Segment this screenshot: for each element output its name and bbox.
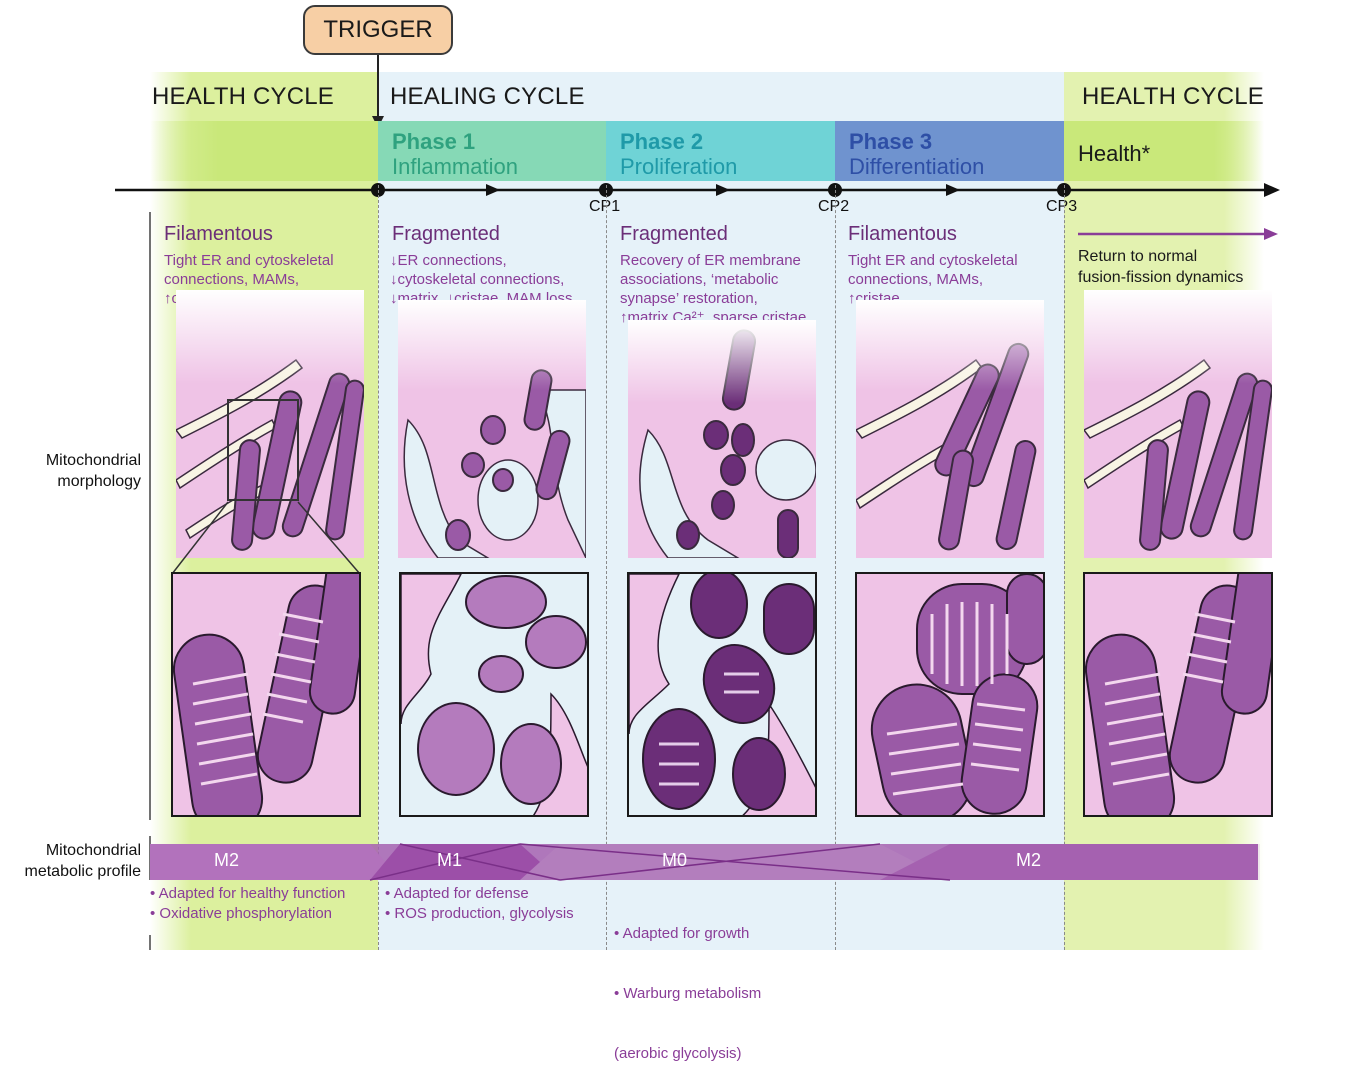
metabolic-label-m2-right: M2 [1016, 850, 1042, 870]
column-heading-health: Filamentous [164, 223, 273, 245]
bullet-item: • Adapted for growth [614, 925, 750, 942]
separator-trigger [378, 185, 379, 950]
phase-box-inflammation: Phase 1 Inflammation [378, 121, 606, 181]
health-cycle-label-right: HEALTH CYCLE [1082, 83, 1265, 110]
separator-cp3 [1064, 185, 1065, 950]
phase-box-differentiation: Phase 3 Differentiation [835, 121, 1064, 181]
cp2-label: CP2 [818, 198, 850, 215]
health-cycle-label-left: HEALTH CYCLE [152, 83, 335, 110]
zoom-panel-phase1 [399, 572, 589, 817]
bullets-phase1: • Adapted for defense • ROS production, … [385, 884, 574, 924]
return-arrowhead [1264, 228, 1278, 240]
column-desc-phase3: Tight ER and cytoskeletal connections, M… [848, 252, 1018, 307]
bullet-item: • Warburg metabolism [614, 985, 762, 1002]
zoom-connector [171, 501, 361, 575]
healing-cycle-label: HEALING CYCLE [390, 83, 585, 110]
cp3-label: CP3 [1046, 198, 1078, 215]
morphology-illustration-phase3 [856, 300, 1044, 558]
phase-subtitle: Inflammation [392, 154, 518, 179]
metabolic-profile-band [150, 843, 1260, 881]
zoom-panel-phase2 [627, 572, 817, 817]
bullet-item: • ROS production, glycolysis [385, 905, 574, 922]
morphology-illustration-phase1 [398, 300, 586, 558]
phase-title: Phase 2 [620, 129, 704, 154]
phase-box-health: Health* [1064, 121, 1264, 181]
bullet-item: (aerobic glycolysis) [614, 1045, 742, 1062]
metabolic-label-m0: M0 [662, 850, 688, 870]
metabolic-segment-m2-left [150, 844, 400, 880]
phase-title: Phase 1 [392, 129, 476, 154]
trigger-box: TRIGGER [303, 5, 453, 55]
zoom-panel-health-right [1083, 572, 1273, 817]
phase-subtitle: Differentiation [849, 154, 985, 179]
separator-cp2 [835, 185, 836, 950]
bullets-phase2: • Adapted for growth • Warburg metabolis… [614, 884, 761, 1084]
metabolic-label-m2-left: M2 [214, 850, 240, 870]
morphology-illustration-phase2 [628, 320, 816, 558]
zoom-panel-health-left [171, 572, 361, 817]
metabolic-label-m1: M1 [437, 850, 463, 870]
metabolic-segment-m1 [370, 844, 560, 880]
metabolic-segment-m2-right [880, 844, 1258, 880]
bullet-item: • Oxidative phosphorylation [150, 905, 333, 922]
column-heading-phase3: Filamentous [848, 223, 957, 245]
column-heading-phase2: Fragmented [620, 223, 728, 245]
morphology-illustration-health-right [1084, 290, 1272, 558]
bullet-item: • Adapted for defense [385, 885, 529, 902]
phase-subtitle: Proliferation [620, 154, 738, 179]
axis-arrowhead [1264, 183, 1280, 197]
separator-cp1 [606, 185, 607, 950]
bullets-health: • Adapted for healthy function • Oxidati… [150, 884, 345, 924]
column-heading-phase1: Fragmented [392, 223, 500, 245]
bullet-item: • Adapted for healthy function [150, 885, 346, 902]
phase-box-health-left [150, 121, 378, 181]
cp1-label: CP1 [589, 198, 621, 215]
zoom-panel-phase3 [855, 572, 1045, 817]
morphology-illustration-health-left [176, 290, 364, 558]
phase-subtitle: Health* [1078, 141, 1151, 166]
phase-title: Phase 3 [849, 129, 933, 154]
phase-box-proliferation: Phase 2 Proliferation [606, 121, 835, 181]
column-desc-health-right: Return to normal fusion-fission dynamics [1078, 248, 1244, 286]
metabolic-side-label: Mitochondrial metabolic profile [24, 842, 142, 880]
morphology-side-label: Mitochondrial morphology [45, 452, 141, 490]
